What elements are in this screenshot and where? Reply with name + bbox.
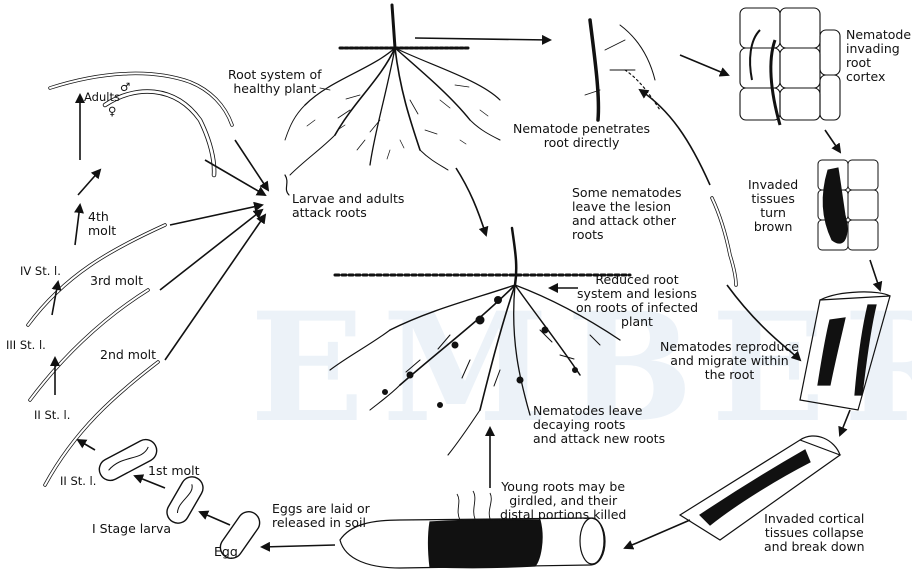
root-penetration-sketch [585, 20, 660, 120]
arrow-healthy-to-infected [456, 168, 486, 235]
label-nematode-penetrates: Nematode penetrates root directly [513, 122, 650, 150]
migrating-nematode [712, 198, 736, 285]
male-symbol: ♂ [120, 80, 130, 94]
label-nematodes-reproduce: Nematodes reproduce and migrate within t… [660, 340, 799, 382]
arrow-3rd-attack [160, 210, 262, 290]
label-eggs-laid: Eggs are laid or released in soil [272, 502, 370, 530]
healthy-root-system [285, 5, 500, 195]
label-stage-IV: IV St. l. [20, 264, 61, 278]
label-root-system-healthy: Root system of healthy plant [228, 68, 322, 96]
root-section-lesions [800, 292, 890, 410]
arrow-to-browning [825, 130, 840, 152]
label-4th-molt: 4th molt [88, 210, 116, 238]
label-reduced-root-system: Reduced root system and lesions on roots… [576, 273, 698, 329]
arrow-some-leave [640, 90, 710, 185]
label-invading-cortex: Nematode invading root cortex [846, 28, 911, 84]
label-nematodes-leave-decaying: Nematodes leave decaying roots and attac… [533, 404, 665, 446]
label-egg: Egg [214, 545, 238, 559]
label-2nd-molt: 2nd molt [100, 348, 156, 362]
arrow-to-cortex [680, 55, 728, 75]
arrow-egg-to-larva [200, 512, 230, 525]
label-young-roots-girdled: Young roots may be girdled, and their di… [500, 480, 626, 522]
root-cortex-cells [740, 8, 840, 125]
label-adults: Adults [84, 90, 120, 104]
arrow-to-II-stage [78, 440, 95, 450]
label-larvae-adults-attack: Larvae and adults attack roots [292, 192, 404, 220]
label-1st-molt: 1st molt [148, 464, 200, 478]
label-stage-1-larva: I Stage larva [92, 522, 171, 536]
arrow-adult-female-attack [235, 140, 268, 190]
arrow-IV-to-4th [75, 205, 80, 245]
arrow-4th-attack [170, 205, 262, 225]
adult-nematodes [50, 73, 232, 175]
female-symbol: ♀ [108, 104, 116, 118]
eggs-and-early-larvae [95, 436, 263, 563]
arrow-to-collapse [840, 410, 850, 435]
browning-tissue [818, 160, 878, 250]
arrow-girdled-to-eggs [262, 545, 335, 547]
label-3rd-molt: 3rd molt [90, 274, 143, 288]
arrow-to-penetration [415, 38, 550, 40]
arrow-to-girdled [625, 520, 690, 548]
label-stage-II-lower: II St. l. [60, 474, 96, 488]
label-stage-II-upper: II St. l. [34, 408, 70, 422]
arrow-4th-to-adults [78, 170, 100, 195]
arrow-2nd-attack [165, 215, 265, 360]
label-stage-III: III St. l. [6, 338, 46, 352]
arrow-to-section [870, 260, 880, 290]
label-invaded-cortical-collapse: Invaded cortical tissues collapse and br… [764, 512, 865, 554]
arrow-adults-attack [205, 160, 265, 195]
label-invaded-brown: Invaded tissues turn brown [748, 178, 798, 234]
label-some-nematodes-leave: Some nematodes leave the lesion and atta… [572, 186, 682, 242]
